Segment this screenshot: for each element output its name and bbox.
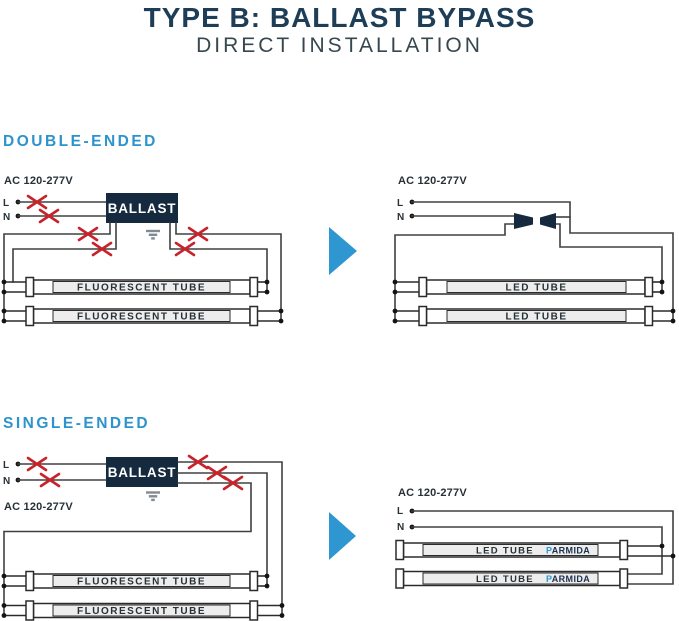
ballast-label: BALLAST xyxy=(108,465,177,480)
tube-label: LED TUBE xyxy=(476,574,534,585)
connection-dot xyxy=(670,318,676,324)
tube-label: FLUORESCENT TUBE xyxy=(77,312,206,323)
connection-dot xyxy=(659,279,665,285)
connection-dot xyxy=(392,279,398,285)
ballast-wire-wrap xyxy=(3,482,252,617)
connection-dot xyxy=(659,289,665,295)
ground-icon xyxy=(146,229,160,240)
diagram-double-ended-fluorescent: AC 120-277V L N BALLAST xyxy=(1,175,284,327)
transition-arrow-icon xyxy=(329,512,356,560)
ballast-box xyxy=(106,457,178,487)
fluorescent-tube: FLUORESCENT TUBE xyxy=(3,305,282,327)
line-label: L xyxy=(3,198,9,209)
tube-label: LED TUBE xyxy=(506,283,568,294)
led-tube: LED TUBE xyxy=(394,276,663,298)
connection-dot xyxy=(659,543,665,549)
section-heading-double-ended: DOUBLE-ENDED xyxy=(3,133,158,150)
line-label: L xyxy=(3,460,9,471)
left-bus-wire xyxy=(394,223,515,322)
connection-dot xyxy=(264,573,270,579)
neutral-label: N xyxy=(3,476,10,487)
led-tube: LED TUBE PARMIDA xyxy=(395,539,629,561)
page-subtitle: DIRECT INSTALLATION xyxy=(196,34,483,57)
connection-dot xyxy=(670,553,676,559)
right-bus-wire xyxy=(555,223,663,293)
connection-dot xyxy=(278,318,284,324)
tube-label: FLUORESCENT TUBE xyxy=(77,283,206,294)
led-tube: LED TUBE PARMIDA xyxy=(395,568,629,589)
neutral-label: N xyxy=(397,522,404,533)
ac-voltage-label: AC 120-277V xyxy=(4,175,73,187)
connection-dot xyxy=(278,308,284,314)
diagram-single-ended-led: AC 120-277V L N LED TUBE PARMIDA xyxy=(395,487,676,589)
connection-dot xyxy=(1,603,7,608)
tube-label: FLUORESCENT TUBE xyxy=(77,606,206,617)
line-label: L xyxy=(397,506,403,517)
connection-dot xyxy=(264,583,270,589)
line-wire xyxy=(411,201,674,322)
brand-logo: PARMIDA xyxy=(546,574,590,584)
section-heading-single-ended: SINGLE-ENDED xyxy=(3,415,151,432)
connection-dot xyxy=(1,573,7,579)
tube-label: LED TUBE xyxy=(506,312,568,323)
ballast-wire-outer-left xyxy=(3,222,111,322)
ballast-box xyxy=(106,193,178,223)
fluorescent-tube: FLUORESCENT TUBE xyxy=(3,600,283,621)
connection-dot xyxy=(392,289,398,295)
ballast-wire-outer xyxy=(177,461,283,617)
fluorescent-tube: FLUORESCENT TUBE xyxy=(3,276,268,298)
connection-dot xyxy=(264,289,270,295)
fluorescent-tube: FLUORESCENT TUBE xyxy=(3,570,268,592)
connection-dot xyxy=(670,308,676,314)
ballast-wire-middle xyxy=(177,472,268,587)
transition-arrow-icon xyxy=(329,227,357,275)
ac-voltage-label: AC 120-277V xyxy=(398,175,467,187)
connection-dot xyxy=(1,279,7,285)
ac-voltage-label: AC 120-277V xyxy=(4,501,73,513)
ballast-wire-inner-left xyxy=(12,222,117,283)
connection-dot xyxy=(279,613,285,618)
led-tube: LED TUBE xyxy=(394,305,674,327)
neutral-wire xyxy=(411,526,663,575)
connection-dot xyxy=(1,318,7,324)
ballast-wire-inner-right xyxy=(169,222,268,293)
connection-dot xyxy=(264,279,270,285)
wire-connector-icon xyxy=(540,213,556,229)
ballast-wire-outer-right xyxy=(175,222,282,322)
brand-logo: PARMIDA xyxy=(546,546,590,556)
connection-dot xyxy=(1,308,7,314)
connection-dot xyxy=(1,613,7,618)
ground-icon xyxy=(146,491,160,502)
line-wire xyxy=(411,510,674,585)
connection-dot xyxy=(279,603,285,608)
neutral-label: N xyxy=(397,212,404,223)
wire-connector-icon xyxy=(514,213,533,229)
tube-label: FLUORESCENT TUBE xyxy=(77,577,206,588)
connection-dot xyxy=(392,308,398,314)
ballast-label: BALLAST xyxy=(108,201,177,216)
neutral-label: N xyxy=(3,212,10,223)
page-title: TYPE B: BALLAST BYPASS xyxy=(143,2,536,33)
diagram-single-ended-fluorescent: L N AC 120-277V BALLAST xyxy=(1,454,285,621)
line-label: L xyxy=(397,198,403,209)
connection-dot xyxy=(1,289,7,295)
connection-dot xyxy=(1,583,7,589)
connection-dot xyxy=(392,318,398,324)
ac-voltage-label: AC 120-277V xyxy=(398,487,467,499)
diagram-double-ended-led: AC 120-277V L N xyxy=(392,175,676,327)
tube-label: LED TUBE xyxy=(476,546,534,557)
